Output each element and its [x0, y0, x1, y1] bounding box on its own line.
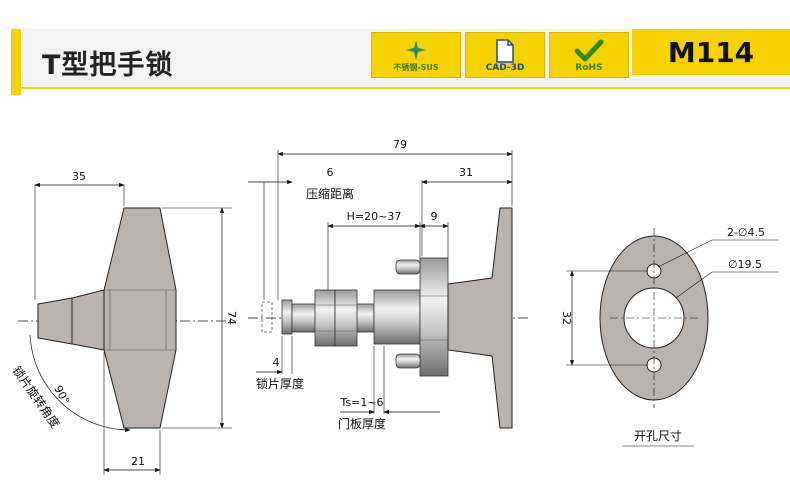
front-width-bottom: 21: [131, 455, 145, 468]
side-total-length: 79: [393, 138, 407, 151]
cutout-view: 32 2-∅4.5 ∅19.5 开孔尺寸: [560, 226, 778, 447]
side-ts-label: 门板厚度: [338, 416, 386, 431]
document-icon: [466, 39, 544, 67]
rohs-badge: RoHS: [549, 32, 629, 78]
sparkle-star-icon: [372, 39, 460, 65]
side-compress-label: 压缩距离: [306, 186, 354, 201]
front-height: 74: [225, 311, 238, 325]
side-compress-value: 6: [327, 166, 334, 179]
material-badge: 不锈钢-SUS: [371, 32, 461, 78]
side-plate-label: 锁片厚度: [256, 376, 304, 391]
side-plate-thk: 4: [273, 356, 280, 369]
side-nine: 9: [431, 210, 438, 223]
rohs-badge-label: RoHS: [575, 63, 603, 73]
side-view: 79 6 压缩距离 31 H=20~37 9 4 锁片厚度 Ts=1~6 门板厚…: [248, 138, 530, 431]
page-title: T型把手锁: [42, 50, 174, 81]
technical-drawing: 35 74 21 90° 锁片旋转角度: [10, 138, 778, 475]
side-h-range: H=20~37: [347, 210, 402, 223]
cutout-label: 开孔尺寸: [634, 429, 682, 443]
side-right-length: 31: [459, 166, 473, 179]
material-badge-label: 不锈钢-SUS: [393, 63, 439, 72]
cad-badge-label: CAD-3D: [485, 63, 525, 73]
header: T型把手锁 不锈钢-SUS CAD-3D RoHS M114: [0, 0, 790, 96]
cad-badge[interactable]: CAD-3D: [465, 32, 545, 78]
header-accent-bar: [11, 29, 21, 95]
front-width-top: 35: [72, 170, 86, 183]
cutout-holes: 2-∅4.5: [727, 226, 765, 239]
rotation-angle: 90°: [51, 383, 72, 406]
cutout-spacing: 32: [560, 311, 573, 325]
model-badge: M114: [632, 29, 790, 75]
side-ts: Ts=1~6: [339, 396, 383, 409]
front-view: 35 74 21 90° 锁片旋转角度: [10, 170, 238, 475]
checkmark-icon: [550, 39, 628, 67]
model-number: M114: [667, 36, 755, 69]
cutout-bore: ∅19.5: [728, 258, 762, 271]
